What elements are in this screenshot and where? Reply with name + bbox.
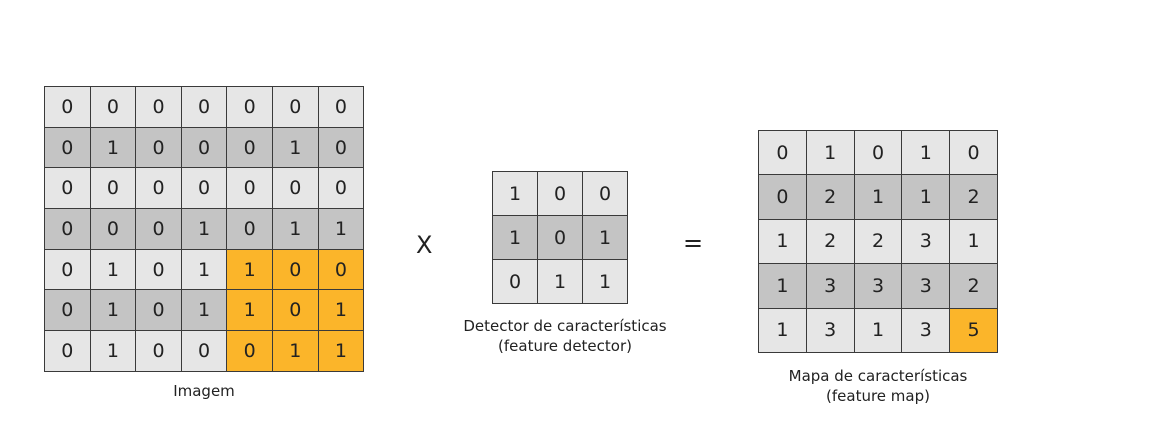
feature-map-cell-r3-c2: 3 <box>854 264 903 309</box>
image-cell-r3-c5: 1 <box>272 209 319 250</box>
detector-cell-r2-c2: 1 <box>583 260 628 304</box>
feature-map-cell-r1-c4: 2 <box>950 175 998 220</box>
equals-operator: = <box>683 229 704 257</box>
feature-map-caption: Mapa de características (feature map) <box>758 366 998 406</box>
image-cell-r6-c1: 1 <box>90 331 137 372</box>
image-cell-r6-c0: 0 <box>45 331 91 372</box>
feature-detector-caption: Detector de características (feature det… <box>440 316 690 356</box>
detector-cell-r0-c2: 0 <box>583 172 628 216</box>
image-cell-r2-c3: 0 <box>181 168 228 210</box>
feature-map-cell-r0-c2: 0 <box>854 131 903 176</box>
detector-cell-r1-c1: 0 <box>538 216 583 260</box>
feature-detector-caption-line1: Detector de características <box>463 317 667 335</box>
feature-map-cell-r0-c4: 0 <box>950 131 998 176</box>
image-cell-r6-c4: 0 <box>227 331 273 372</box>
feature-detector-caption-line2: (feature detector) <box>498 337 632 355</box>
image-cell-r2-c5: 0 <box>272 168 319 210</box>
image-cell-r1-c4: 0 <box>227 127 273 169</box>
image-cell-r3-c0: 0 <box>45 209 91 250</box>
image-cell-r5-c4: 1 <box>227 290 273 332</box>
image-cell-r3-c4: 0 <box>227 209 273 250</box>
image-cell-r0-c1: 0 <box>90 87 137 128</box>
multiply-operator: X <box>416 231 433 259</box>
image-cell-r4-c3: 1 <box>181 249 228 291</box>
feature-map-cell-r0-c1: 1 <box>806 131 855 176</box>
detector-cell-r1-c2: 1 <box>583 216 628 260</box>
feature-map-cell-r4-c0: 1 <box>759 308 807 353</box>
feature-map-cell-r1-c3: 1 <box>902 175 951 220</box>
image-cell-r1-c5: 1 <box>272 127 319 169</box>
image-cell-r5-c5: 0 <box>272 290 319 332</box>
image-cell-r0-c4: 0 <box>227 87 273 128</box>
image-cell-r5-c2: 0 <box>136 290 182 332</box>
image-cell-r3-c3: 1 <box>181 209 228 250</box>
image-cell-r6-c3: 0 <box>181 331 228 372</box>
image-cell-r4-c0: 0 <box>45 249 91 291</box>
image-cell-r5-c6: 1 <box>318 290 365 332</box>
image-cell-r1-c1: 1 <box>90 127 137 169</box>
image-cell-r4-c2: 0 <box>136 249 182 291</box>
feature-map-cell-r2-c3: 3 <box>902 219 951 265</box>
feature-map-cell-r3-c3: 3 <box>902 264 951 309</box>
image-cell-r2-c0: 0 <box>45 168 91 210</box>
image-cell-r0-c2: 0 <box>136 87 182 128</box>
image-cell-r5-c3: 1 <box>181 290 228 332</box>
image-cell-r6-c6: 1 <box>318 331 365 372</box>
feature-map-cell-r0-c3: 1 <box>902 131 951 176</box>
image-cell-r2-c4: 0 <box>227 168 273 210</box>
detector-cell-r0-c0: 1 <box>493 172 538 216</box>
image-cell-r1-c6: 0 <box>318 127 365 169</box>
image-cell-r2-c6: 0 <box>318 168 365 210</box>
image-cell-r4-c5: 0 <box>272 249 319 291</box>
image-cell-r5-c0: 0 <box>45 290 91 332</box>
feature-map-cell-r2-c2: 2 <box>854 219 903 265</box>
feature-map-cell-r2-c4: 1 <box>950 219 998 265</box>
image-cell-r2-c2: 0 <box>136 168 182 210</box>
feature-map-cell-r2-c0: 1 <box>759 219 807 265</box>
feature-map-cell-r2-c1: 2 <box>806 219 855 265</box>
image-cell-r5-c1: 1 <box>90 290 137 332</box>
image-cell-r1-c2: 0 <box>136 127 182 169</box>
detector-cell-r2-c0: 0 <box>493 260 538 304</box>
feature-map-cell-r4-c2: 1 <box>854 308 903 353</box>
feature-map-cell-r1-c1: 2 <box>806 175 855 220</box>
image-cell-r1-c0: 0 <box>45 127 91 169</box>
image-cell-r3-c1: 0 <box>90 209 137 250</box>
image-caption-text: Imagem <box>173 382 235 400</box>
feature-map-caption-line2: (feature map) <box>826 387 930 405</box>
image-cell-r0-c6: 0 <box>318 87 365 128</box>
image-cell-r0-c0: 0 <box>45 87 91 128</box>
feature-map-cell-r1-c2: 1 <box>854 175 903 220</box>
feature-map-cell-r3-c1: 3 <box>806 264 855 309</box>
image-cell-r3-c6: 1 <box>318 209 365 250</box>
image-cell-r1-c3: 0 <box>181 127 228 169</box>
feature-map-cell-r3-c0: 1 <box>759 264 807 309</box>
detector-cell-r1-c0: 1 <box>493 216 538 260</box>
feature-map-cell-r0-c0: 0 <box>759 131 807 176</box>
detector-cell-r2-c1: 1 <box>538 260 583 304</box>
image-cell-r3-c2: 0 <box>136 209 182 250</box>
image-cell-r4-c4: 1 <box>227 249 273 291</box>
feature-map-cell-r4-c1: 3 <box>806 308 855 353</box>
feature-map-cell-r4-c3: 3 <box>902 308 951 353</box>
feature-map-cell-r1-c0: 0 <box>759 175 807 220</box>
image-cell-r0-c3: 0 <box>181 87 228 128</box>
image-cell-r4-c6: 0 <box>318 249 365 291</box>
detector-cell-r0-c1: 0 <box>538 172 583 216</box>
image-cell-r6-c2: 0 <box>136 331 182 372</box>
feature-map-cell-r4-c4: 5 <box>950 308 998 353</box>
image-cell-r6-c5: 1 <box>272 331 319 372</box>
image-caption: Imagem <box>44 381 364 401</box>
feature-map-cell-r3-c4: 2 <box>950 264 998 309</box>
image-cell-r4-c1: 1 <box>90 249 137 291</box>
feature-map-caption-line1: Mapa de características <box>788 367 968 385</box>
image-cell-r2-c1: 0 <box>90 168 137 210</box>
image-cell-r0-c5: 0 <box>272 87 319 128</box>
